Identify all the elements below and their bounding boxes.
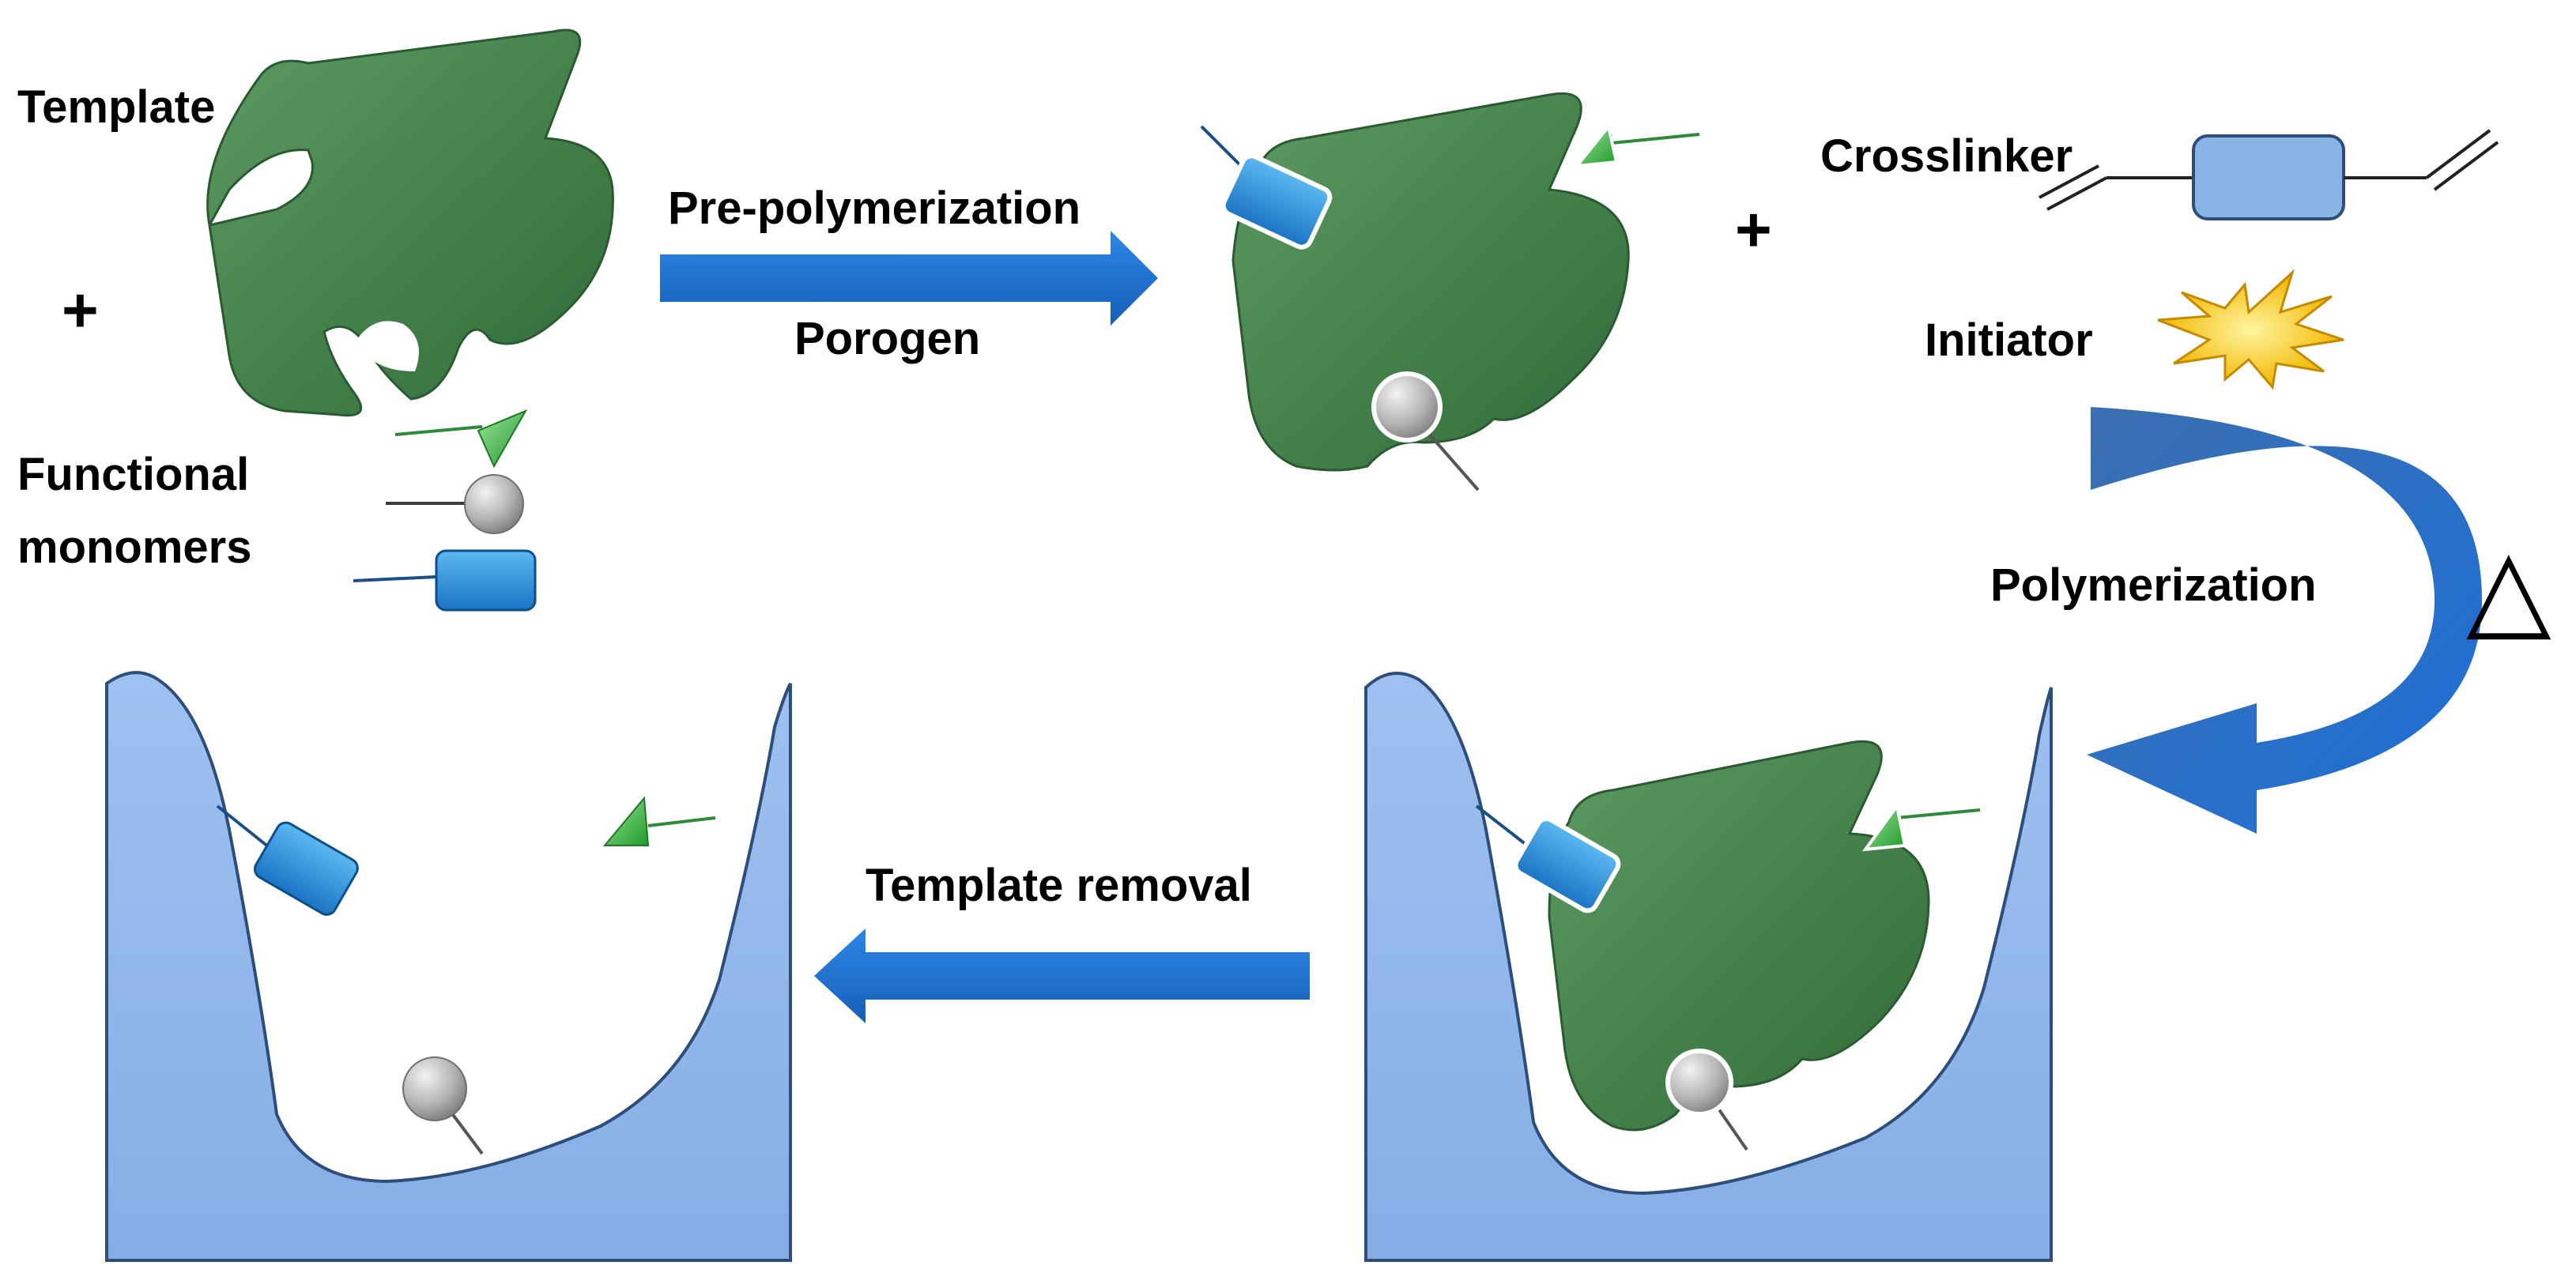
crosslinker-structure xyxy=(2039,129,2499,220)
polymerization-arrow xyxy=(2087,407,2482,834)
pre-polymerization-label: Pre-polymerization xyxy=(668,183,1081,234)
embedded-template xyxy=(1548,740,1930,1132)
initiator-label: Initiator xyxy=(1925,314,2093,366)
polymer-matrix-with-template xyxy=(1364,672,2053,1262)
heat-symbol: △ xyxy=(2466,524,2551,653)
template-removal-label: Template removal xyxy=(866,860,1252,911)
porogen-label: Porogen xyxy=(794,313,980,364)
initiator-star xyxy=(2157,269,2344,390)
free-sphere-monomer xyxy=(386,474,524,534)
bound-sphere-monomer xyxy=(1371,371,1480,491)
template-removal-arrow xyxy=(814,928,1310,1023)
cavity-sphere-monomer xyxy=(402,1056,484,1155)
functional-label-line2: monomers xyxy=(17,522,252,573)
template-molecule xyxy=(206,28,614,417)
embedded-box-monomer xyxy=(1475,804,1621,913)
embedded-sphere-monomer xyxy=(1665,1049,1748,1151)
embedded-cone-monomer xyxy=(1861,802,1981,852)
bound-box-monomer xyxy=(1200,125,1333,250)
free-box-monomer xyxy=(353,549,537,612)
pre-polymerization-arrow xyxy=(660,231,1158,326)
bound-cone-monomer xyxy=(1573,122,1700,168)
polymerization-label: Polymerization xyxy=(1990,559,2317,611)
plus-sign-2: + xyxy=(1735,194,1772,265)
cavity-cone-monomer xyxy=(602,796,716,846)
imprinted-polymer-matrix xyxy=(105,671,792,1262)
crosslinker-label: Crosslinker xyxy=(1820,130,2072,182)
cavity-box-monomer xyxy=(216,804,359,916)
template-monomer-complex xyxy=(1231,92,1630,472)
template-label: Template xyxy=(17,81,215,133)
plus-sign-1: + xyxy=(62,275,99,345)
functional-label-line1: Functional xyxy=(17,449,249,500)
free-cone-monomer xyxy=(394,409,528,469)
